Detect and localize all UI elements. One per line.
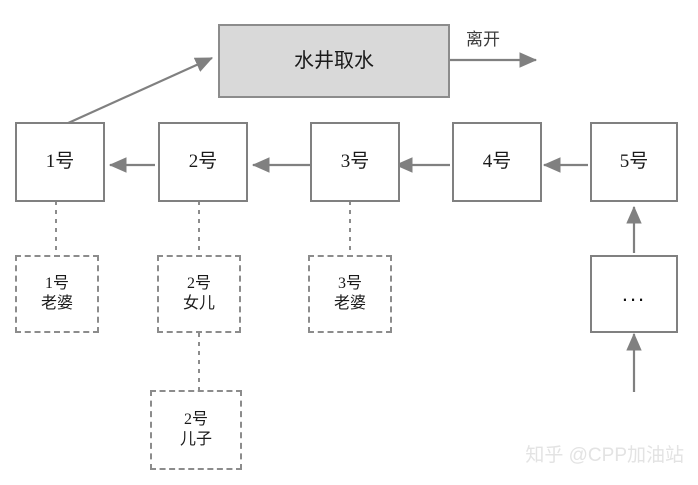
node-family-2-son-line1: 2号 — [183, 411, 208, 428]
node-person-4-label: 4号 — [482, 151, 512, 173]
node-more-people-label: ... — [621, 281, 647, 307]
node-person-2-label: 2号 — [188, 151, 218, 173]
node-person-5-label: 5号 — [619, 151, 649, 173]
node-family-2-daughter-text: 2号 女儿 — [183, 274, 215, 314]
watermark: 知乎 @CPP加油站 — [525, 445, 684, 466]
node-person-1[interactable]: 1号 — [15, 122, 105, 202]
node-family-3-wife[interactable]: 3号 老婆 — [308, 255, 392, 333]
node-family-2-daughter-line2: 女儿 — [182, 295, 215, 312]
node-family-3-wife-line1: 3号 — [337, 275, 362, 292]
node-person-1-label: 1号 — [45, 151, 75, 173]
node-family-2-daughter-line1: 2号 — [186, 275, 211, 292]
node-family-1-wife-text: 1号 老婆 — [41, 274, 73, 314]
node-family-1-wife[interactable]: 1号 老婆 — [15, 255, 99, 333]
node-person-4[interactable]: 4号 — [452, 122, 542, 202]
node-person-3[interactable]: 3号 — [310, 122, 400, 202]
exit-arrow-label: 离开 — [466, 30, 500, 49]
node-person-2[interactable]: 2号 — [158, 122, 248, 202]
node-family-1-wife-line2: 老婆 — [40, 295, 73, 312]
node-family-2-daughter[interactable]: 2号 女儿 — [157, 255, 241, 333]
node-family-2-son-text: 2号 儿子 — [180, 410, 212, 450]
edge-p1-to-well — [65, 56, 214, 126]
node-person-5[interactable]: 5号 — [590, 122, 678, 202]
node-more-people[interactable]: ... — [590, 255, 678, 333]
node-family-2-son-line2: 儿子 — [179, 431, 212, 448]
node-well-water[interactable]: 水井取水 — [218, 24, 450, 98]
node-person-3-label: 3号 — [340, 151, 370, 173]
node-family-2-son[interactable]: 2号 儿子 — [150, 390, 242, 470]
node-family-3-wife-text: 3号 老婆 — [334, 274, 366, 314]
node-family-3-wife-line2: 老婆 — [333, 295, 366, 312]
node-well-water-label: 水井取水 — [294, 49, 374, 72]
node-family-1-wife-line1: 1号 — [44, 275, 69, 292]
